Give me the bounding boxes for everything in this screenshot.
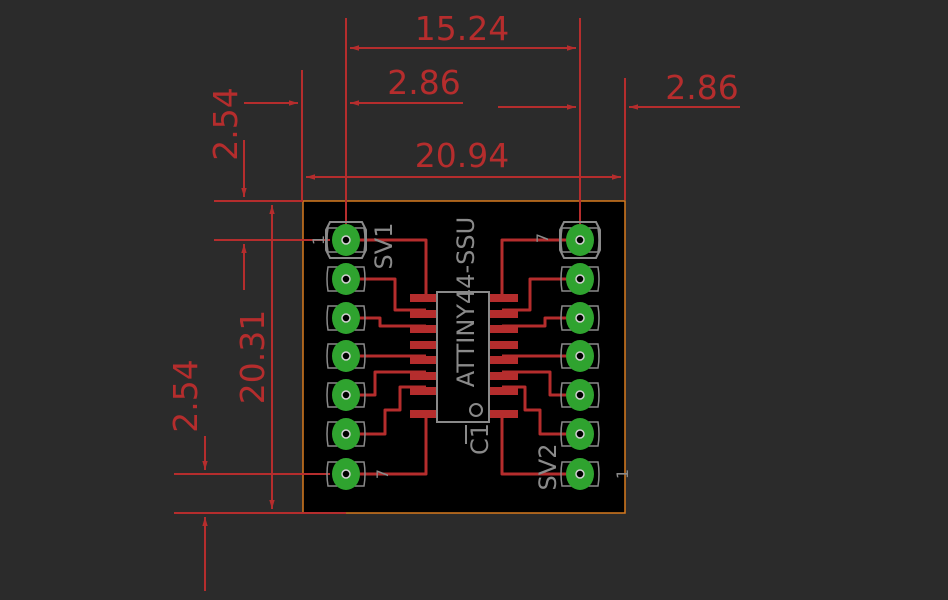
right-chip-pad [490,310,518,318]
header-pads [326,224,600,490]
dim-board-height: 20.31 [233,310,272,404]
left-chip-pad [410,387,438,395]
right-chip-pad [490,387,518,395]
right-header-pad [560,340,600,372]
header-left-label: SV1 [370,223,398,270]
dim-pin-offset-left: 2.86 [387,63,460,102]
dim-top-margin: 2.54 [206,87,245,160]
right-chip-pad [490,356,518,364]
left-header-pad [326,340,366,372]
dim-top-width: 15.24 [415,9,509,48]
right-chip-pad [490,372,518,380]
chip-pads [410,294,518,418]
right-chip-pad [490,341,518,349]
left-chip-pad [410,372,438,380]
right-header-pad [560,418,600,450]
dim-bottom-margin: 2.54 [166,359,205,432]
left-chip-pad [410,310,438,318]
right-header-pad [560,263,600,295]
left-chip-pad [410,294,438,302]
right-header-pad [560,379,600,411]
pin-number-right-7: 7 [533,233,552,243]
right-chip-pad [490,294,518,302]
left-chip-pad [410,325,438,333]
left-chip-pad [410,410,438,418]
right-chip-pad [490,410,518,418]
right-chip-pad [490,325,518,333]
dim-pin-offset-right: 2.86 [665,68,738,107]
right-header-pad [560,302,600,334]
left-header-pad [326,379,366,411]
dimension-lines [174,18,740,591]
left-header-pad [326,458,366,490]
right-header-pad [560,224,600,256]
header-outlines [325,221,601,259]
left-chip-pad [410,356,438,364]
pin-number-right-1: 1 [613,469,632,479]
dim-board-width: 20.94 [415,136,509,175]
left-chip-pad [410,341,438,349]
chip-pin1-marker [469,403,483,417]
header-right-label: SV2 [534,444,562,491]
chip-label: ATTINY44-SSU [452,217,480,387]
right-header-pad [560,458,600,490]
left-header-pad [326,263,366,295]
pin-number-left-7: 7 [373,469,392,479]
left-header-pad [326,418,366,450]
left-header-pad [326,302,366,334]
pin-number-left-1: 1 [309,235,328,245]
capacitor-label: C1 [466,423,494,455]
chip-outline [436,291,490,423]
